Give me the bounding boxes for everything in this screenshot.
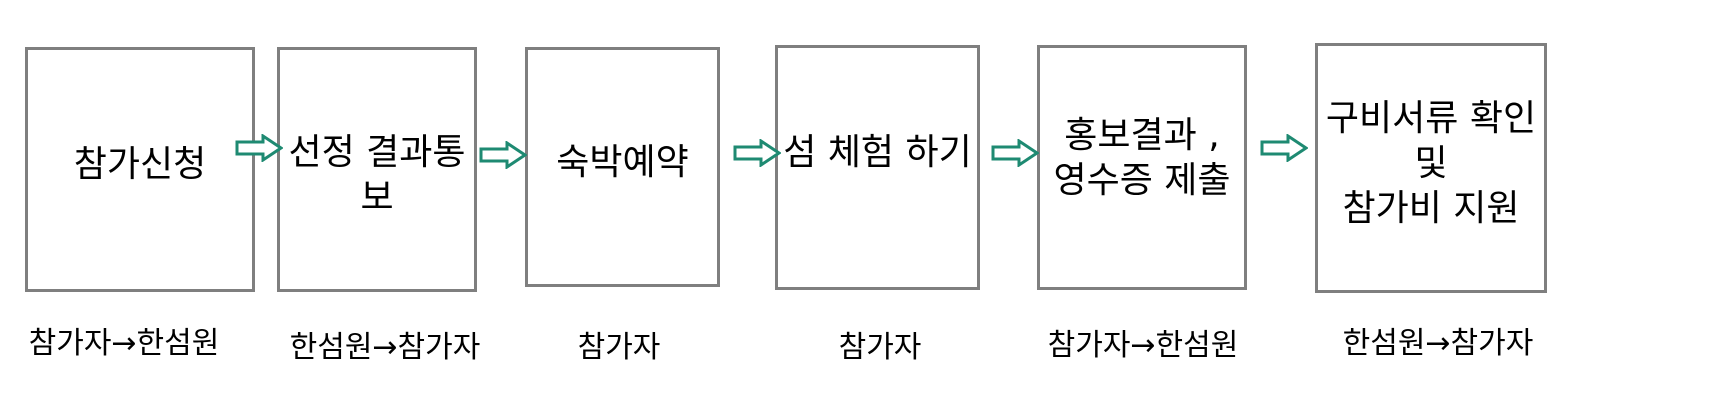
step-4-box: 섬 체험 하기	[775, 45, 980, 290]
step-3-label: 숙박예약	[556, 141, 689, 183]
step-5-label: 홍보결과 , 영수증 제출	[1053, 114, 1231, 201]
right-block-arrow-icon	[1260, 134, 1308, 162]
step-2-box: 선정 결과통보	[277, 47, 477, 292]
step-5-box: 홍보결과 , 영수증 제출	[1037, 45, 1247, 290]
step-4-role: 참가자	[838, 330, 922, 365]
step-6-role: 한섬원→참가자	[1342, 326, 1534, 361]
step-2-role: 한섬원→참가자	[289, 330, 481, 365]
step-1-role: 참가자→한섬원	[28, 326, 220, 361]
step-1-box: 참가신청	[25, 47, 255, 292]
step-3-role: 참가자	[577, 330, 661, 365]
step-2-label: 선정 결과통보	[288, 131, 466, 218]
step-5-role: 참가자→한섬원	[1047, 328, 1239, 363]
step-1-label: 참가신청	[73, 144, 207, 185]
step-6-box: 구비서류 확인 및 참가비 지원	[1315, 43, 1547, 293]
right-block-arrow-icon	[235, 134, 283, 162]
step-4-label: 섬 체험 하기	[783, 132, 972, 173]
right-block-arrow-icon	[991, 139, 1039, 167]
step-3-box: 숙박예약	[525, 47, 720, 287]
right-block-arrow-icon	[479, 141, 527, 169]
right-block-arrow-icon	[733, 139, 781, 167]
step-6-label: 구비서류 확인 및 참가비 지원	[1325, 97, 1537, 229]
